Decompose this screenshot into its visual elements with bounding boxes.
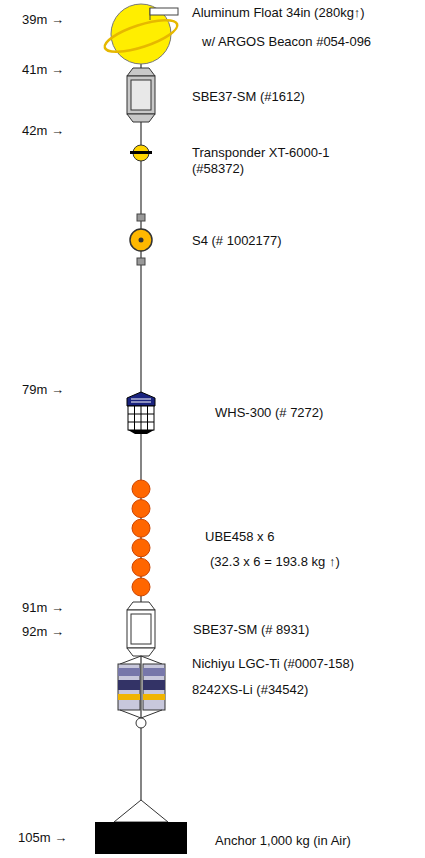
depth-label: 79m →: [22, 382, 64, 398]
instrument-label: SBE37-SM (# 8931): [193, 622, 309, 638]
mooring-component: SBE37-SM (# 8931): [100, 600, 314, 656]
mooring-line: [140, 596, 141, 600]
instrument-label: SBE37-SM (#1612): [192, 89, 305, 105]
mooring-component: S4 (# 1002177): [100, 212, 286, 270]
instrument-icon: [100, 66, 184, 128]
instrument-icon: [100, 138, 184, 177]
mooring-component: SBE37-SM (#1612): [100, 66, 309, 128]
instrument-label: (32.3 x 6 = 193.8 kg ↑): [210, 554, 340, 570]
instrument-icon: [100, 600, 184, 656]
mooring-line: [140, 177, 141, 212]
instrument-icon: [100, 796, 184, 856]
mooring-component: Transponder XT-6000-1 (#58372): [100, 138, 358, 177]
instrument-label: Anchor 1,000 kg (in Air): [215, 833, 351, 849]
mooring-component: WHS-300 (# 7272): [100, 392, 328, 434]
mooring-component: Anchor 1,000 kg (in Air): [100, 796, 355, 856]
instrument-label: w/ ARGOS Beacon #054-096: [202, 34, 371, 50]
mooring-line: [140, 434, 141, 480]
instrument-icon: [100, 212, 184, 270]
mooring-component: Aluminum Float 34in (280kg↑) w/ ARGOS Bea…: [100, 0, 376, 64]
mooring-line: [140, 128, 141, 138]
depth-label: 105m →: [18, 830, 67, 846]
instrument-icon: [100, 480, 184, 596]
instrument-label: Transponder XT-6000-1 (#58372): [192, 145, 354, 177]
instrument-icon: [100, 0, 184, 64]
depth-label: 91m →: [22, 600, 64, 616]
instrument-icon: [100, 392, 184, 434]
mooring-component: Nichiyu LGC-Ti (#0007-158) 8242XS-Li (#34…: [100, 656, 359, 732]
instrument-icon: [100, 656, 184, 732]
instrument-label: WHS-300 (# 7272): [215, 405, 323, 421]
instrument-label: Nichiyu LGC-Ti (#0007-158): [192, 656, 354, 672]
mooring-line: [140, 732, 141, 796]
mooring-line: [140, 270, 141, 392]
instrument-label: 8242XS-Li (#34542): [192, 682, 308, 698]
depth-label: 41m →: [22, 62, 64, 78]
depth-label: 42m →: [22, 123, 64, 139]
instrument-label: S4 (# 1002177): [192, 233, 282, 249]
depth-label: 39m →: [22, 12, 64, 28]
mooring-component: UBE458 x 6 (32.3 x 6 = 193.8 kg ↑): [100, 480, 344, 596]
instrument-label: Aluminum Float 34in (280kg↑): [192, 5, 365, 21]
instrument-label: UBE458 x 6: [205, 529, 274, 545]
depth-label: 92m →: [22, 624, 64, 640]
